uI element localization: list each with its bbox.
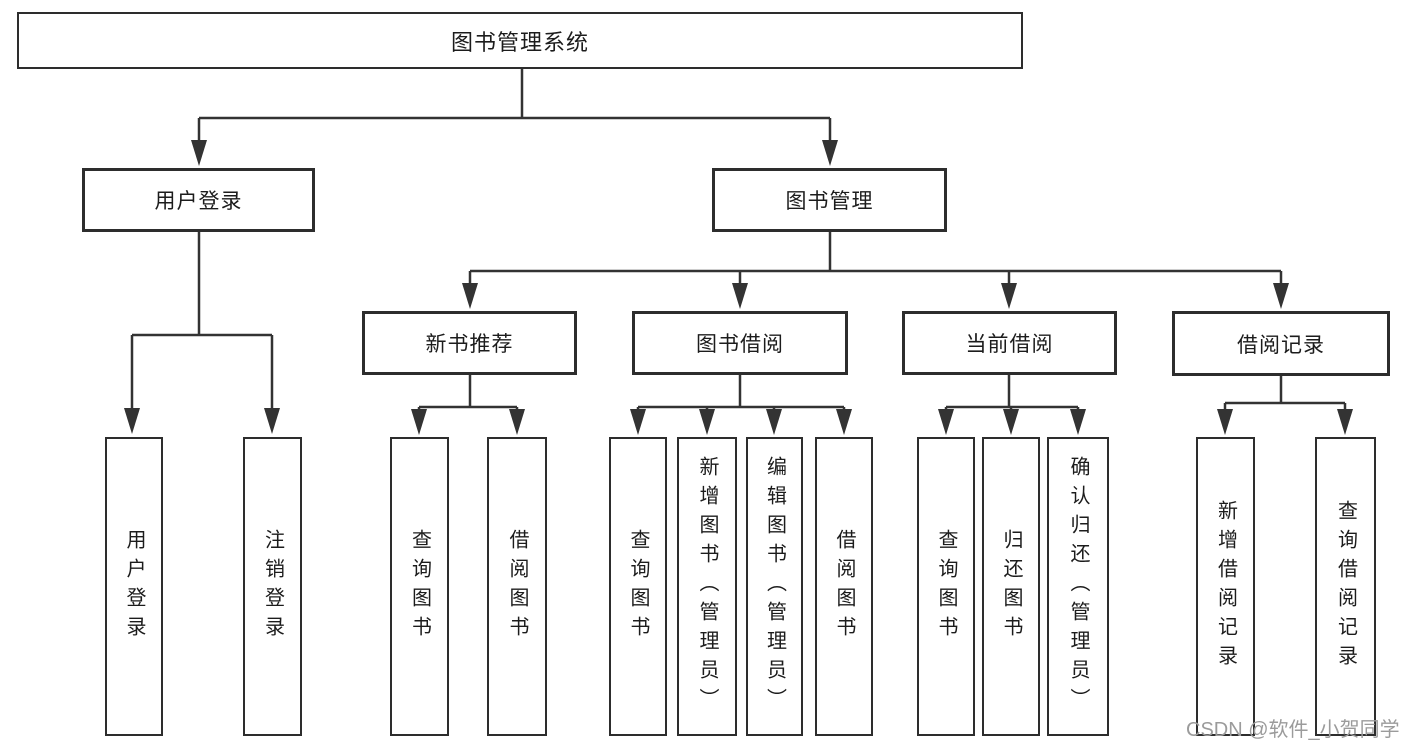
node-label: 编辑图书（管理员） (763, 456, 786, 717)
node-label: 新增图书（管理员） (696, 456, 718, 717)
leaf-logout: 注销登录 (243, 437, 302, 736)
leaf-query-books-recommend: 查询图书 (390, 437, 449, 736)
node-label: 图书管理 (785, 190, 874, 213)
node-label: 注销登录 (261, 528, 284, 645)
node-label: 用户登录 (154, 190, 243, 213)
node-borrowing-records: 借阅记录 (1172, 311, 1390, 376)
node-label: 新增借阅记录 (1214, 499, 1237, 674)
node-label: 借阅图书 (506, 528, 528, 645)
node-label: 查询图书 (935, 528, 957, 645)
leaf-return-books: 归还图书 (982, 437, 1040, 736)
leaf-borrow-books: 借阅图书 (815, 437, 873, 736)
node-label: 用户登录 (123, 528, 145, 645)
leaf-user-login: 用户登录 (105, 437, 163, 736)
node-label: 归还图书 (1000, 528, 1022, 645)
node-current-borrowing: 当前借阅 (902, 311, 1117, 375)
leaf-query-books-current: 查询图书 (917, 437, 975, 736)
node-label: 当前借阅 (965, 333, 1054, 356)
node-new-book-recommend: 新书推荐 (362, 311, 577, 375)
node-label: 借阅记录 (1237, 333, 1325, 357)
leaf-edit-books-admin: 编辑图书（管理员） (746, 437, 803, 736)
node-label: 借阅图书 (833, 528, 855, 645)
leaf-query-borrow-record: 查询借阅记录 (1315, 437, 1376, 736)
node-label: 查询图书 (408, 528, 431, 645)
csdn-watermark: CSDN @软件_小贺同学 (1186, 719, 1400, 741)
node-user-login: 用户登录 (82, 168, 315, 232)
leaf-add-borrow-record: 新增借阅记录 (1196, 437, 1255, 736)
leaf-query-books-borrowing: 查询图书 (609, 437, 667, 736)
leaf-confirm-return-admin: 确认归还（管理员） (1047, 437, 1109, 736)
node-label: 查询借阅记录 (1334, 499, 1357, 674)
node-label: 查询图书 (627, 528, 649, 645)
node-book-management: 图书管理 (712, 168, 947, 232)
node-label: 图书借阅 (696, 333, 784, 356)
node-book-borrowing: 图书借阅 (632, 311, 848, 375)
node-label: 新书推荐 (425, 333, 514, 356)
node-label: 确认归还（管理员） (1067, 456, 1089, 717)
node-library-management-system: 图书管理系统 (17, 12, 1023, 69)
leaf-borrow-books-recommend: 借阅图书 (487, 437, 547, 736)
leaf-add-books-admin: 新增图书（管理员） (677, 437, 737, 736)
node-label: 图书管理系统 (450, 29, 589, 55)
